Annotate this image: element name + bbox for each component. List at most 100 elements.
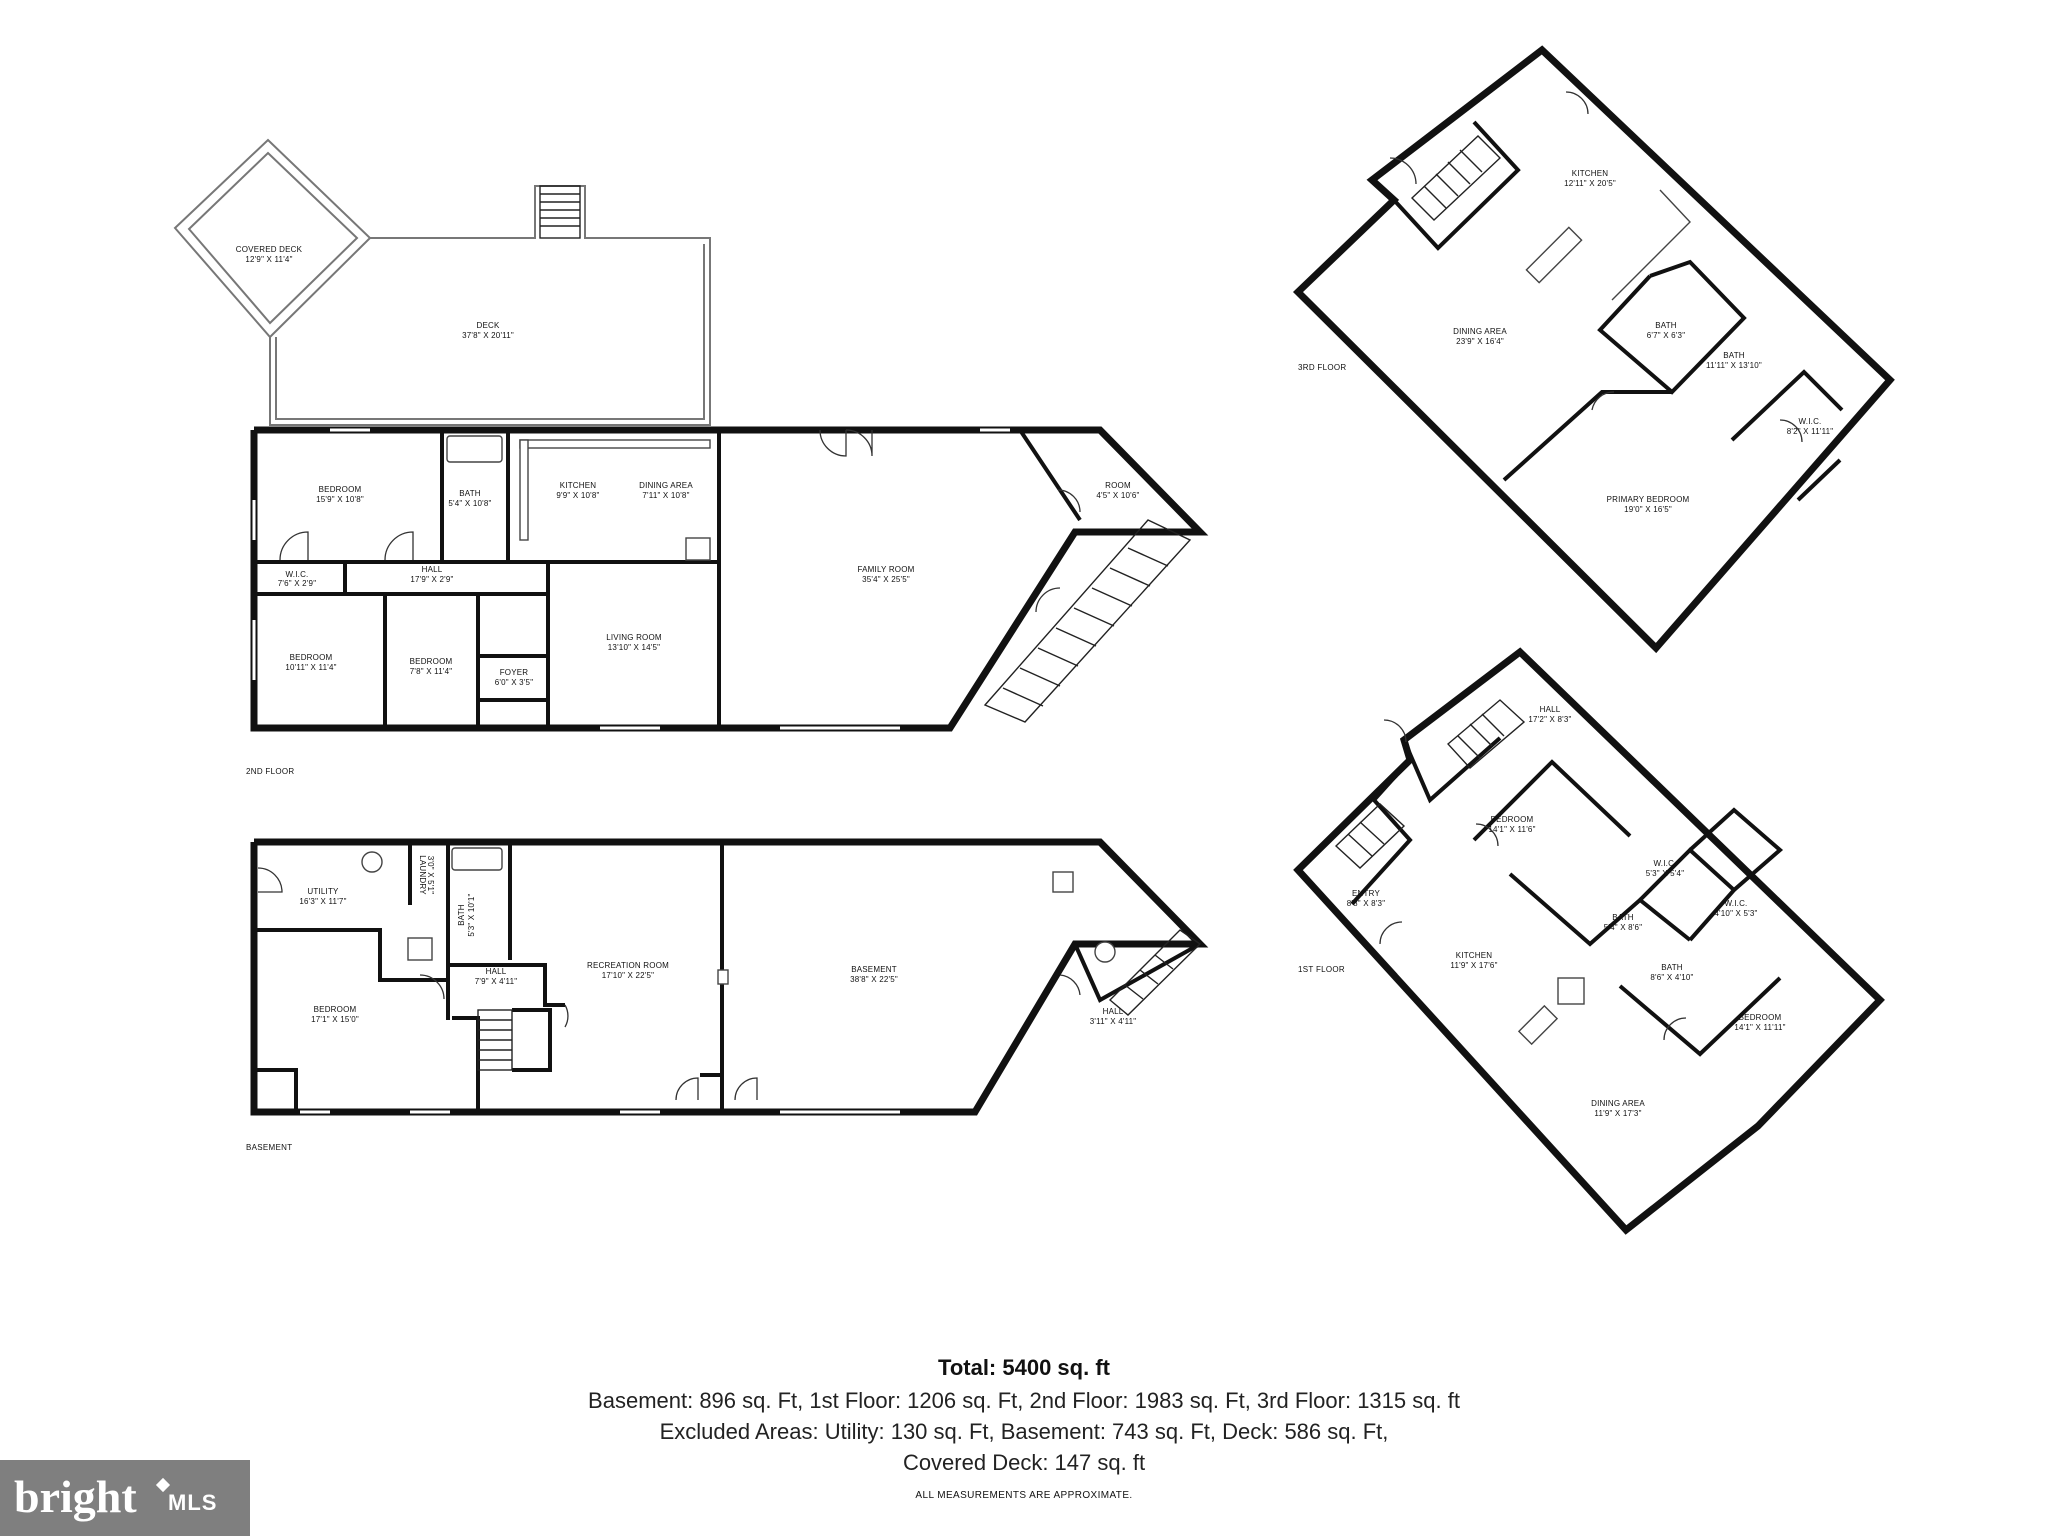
room-name: W.I.C. (1725, 899, 1748, 908)
room-dims: 23'9" X 16'4" (1456, 337, 1504, 346)
room-dims: 12'9" X 11'4" (245, 255, 292, 264)
third-floor-exterior-walls (1292, 45, 1895, 654)
room-name: BATH (459, 489, 481, 498)
room-name: BATH (1723, 351, 1745, 360)
room-dims: 5'4" X 8'6" (1604, 923, 1643, 932)
second-floor-exterior-walls (250, 426, 1209, 732)
room-name: BASEMENT (851, 965, 897, 974)
first-floor-exterior-walls (1293, 647, 1885, 1235)
room-dims: 37'8" X 20'11" (462, 331, 514, 340)
room-name: HALL (1540, 705, 1561, 714)
range-icon (1557, 977, 1585, 1005)
room-name: DINING AREA (1453, 327, 1507, 336)
room-name: BEDROOM (319, 485, 362, 494)
kitchen-island (1525, 226, 1583, 284)
floor-label-1st: 1ST FLOOR (1298, 965, 1345, 974)
fireplace-icon (717, 969, 729, 985)
room-name: HALL (422, 565, 443, 574)
room-dims: 35'4" X 25'5" (862, 575, 910, 584)
room-dims: 14'1" X 11'11" (1734, 1023, 1785, 1032)
room-dims: 13'10" X 14'5" (608, 643, 660, 652)
room-dims: 5'3" X 10'1" (467, 893, 476, 936)
room-name: KITCHEN (1572, 169, 1609, 178)
room-name: W.I.C. (1799, 417, 1822, 426)
room-dims: 5'4" X 10'8" (448, 499, 491, 508)
room-name: BATH (1655, 321, 1677, 330)
room-name: UTILITY (307, 887, 339, 896)
first-floor-stairs (1334, 699, 1526, 869)
room-name: KITCHEN (1456, 951, 1493, 960)
excluded-areas-continued: Covered Deck: 147 sq. ft (902, 1450, 1146, 1475)
room-name: LAUNDRY (418, 855, 427, 895)
room-name: KITCHEN (560, 481, 597, 490)
room-name: BEDROOM (410, 657, 453, 666)
second-floor-plan: COVERED DECK 12'9" X 11'4" DECK 37'8" X … (173, 138, 1209, 776)
room-name: BATH (1612, 913, 1634, 922)
room-dims: 12'11" X 20'5" (1564, 179, 1616, 188)
room-dims: 8'8" X 8'3" (1347, 899, 1386, 908)
room-dims: 5'3" X 5'4" (1646, 869, 1685, 878)
room-dims: 11'9" X 17'3" (1594, 1109, 1641, 1118)
room-dims: 10'11" X 11'4" (285, 663, 336, 672)
third-floor-stairs (1410, 135, 1502, 221)
floor-label-basement: BASEMENT (246, 1143, 292, 1152)
kitchen-counter (519, 439, 711, 449)
door-swing (279, 531, 309, 561)
room-dims: 17'1" X 15'0" (311, 1015, 359, 1024)
bathtub-icon (451, 847, 503, 871)
room-dims: 9'9" X 10'8" (556, 491, 599, 500)
logo-brand: bright (14, 1471, 137, 1522)
basement-stairs (477, 929, 1202, 1071)
mechanical-icon (1094, 941, 1116, 963)
room-name: COVERED DECK (236, 245, 303, 254)
room-dims: 6'0" X 3'5" (495, 678, 534, 687)
room-dims: 17'2" X 8'3" (1528, 715, 1571, 724)
floor-label-2nd: 2ND FLOOR (246, 767, 295, 776)
room-name: FAMILY ROOM (857, 565, 914, 574)
room-name: LIVING ROOM (606, 633, 662, 642)
room-dims: 19'0" X 16'5" (1624, 505, 1672, 514)
room-dims: 16'3" X 11'7" (299, 897, 346, 906)
excluded-areas: Excluded Areas: Utility: 130 sq. Ft, Bas… (659, 1419, 1389, 1444)
room-dims: 4'10" X 5'3" (1714, 909, 1757, 918)
room-name: BEDROOM (1739, 1013, 1782, 1022)
logo-suffix: MLS (168, 1490, 218, 1515)
column-icon (1052, 871, 1074, 893)
measurement-disclaimer: ALL MEASUREMENTS ARE APPROXIMATE. (915, 1490, 1133, 1501)
kitchen-island (1517, 1004, 1559, 1046)
total-area: Total: 5400 sq. ft (938, 1355, 1110, 1380)
room-name: ENTRY (1352, 889, 1380, 898)
room-dims: 3'0" X 5'1" (426, 856, 435, 895)
room-dims: 7'8" X 11'4" (410, 667, 453, 676)
kitchen-counter (1611, 189, 1691, 301)
water-heater-icon (407, 937, 433, 961)
room-name: W.I.C. (286, 570, 309, 579)
room-dims: 7'11" X 10'8" (642, 491, 689, 500)
room-name: BEDROOM (314, 1005, 357, 1014)
third-floor-plan: KITCHEN 12'11" X 20'5" DINING AREA 23'9"… (1292, 45, 1895, 654)
fireplace-icon (685, 537, 711, 561)
basement-plan: UTILITY 16'3" X 11'7" LAUNDRY 3'0" X 5'1… (246, 838, 1209, 1152)
first-floor-plan: HALL 17'2" X 8'3" BEDROOM 14'1" X 11'6" … (1293, 647, 1885, 1235)
covered-deck-outline (173, 138, 372, 339)
room-name: W.I.C. (1654, 859, 1677, 868)
room-name: BATH (1661, 963, 1683, 972)
deck-stairs (539, 185, 581, 239)
room-name: ROOM (1105, 481, 1131, 490)
room-name: RECREATION ROOM (587, 961, 669, 970)
room-name: BEDROOM (1491, 815, 1534, 824)
deck-outline (269, 185, 711, 426)
bathtub-icon (446, 435, 503, 463)
room-dims: 3'11" X 4'11" (1090, 1017, 1137, 1026)
room-name: BEDROOM (290, 653, 333, 662)
furnace-icon (361, 851, 383, 873)
room-dims: 6'7" X 6'3" (1647, 331, 1686, 340)
room-dims: 11'9" X 17'6" (1450, 961, 1497, 970)
bright-mls-logo: bright MLS (0, 1460, 250, 1536)
second-floor-stairs (983, 519, 1192, 723)
room-dims: 11'11" X 13'10" (1706, 361, 1762, 370)
room-name: DECK (476, 321, 499, 330)
room-dims: 7'6" X 2'9" (278, 579, 317, 588)
room-dims: 38'8" X 22'5" (850, 975, 898, 984)
